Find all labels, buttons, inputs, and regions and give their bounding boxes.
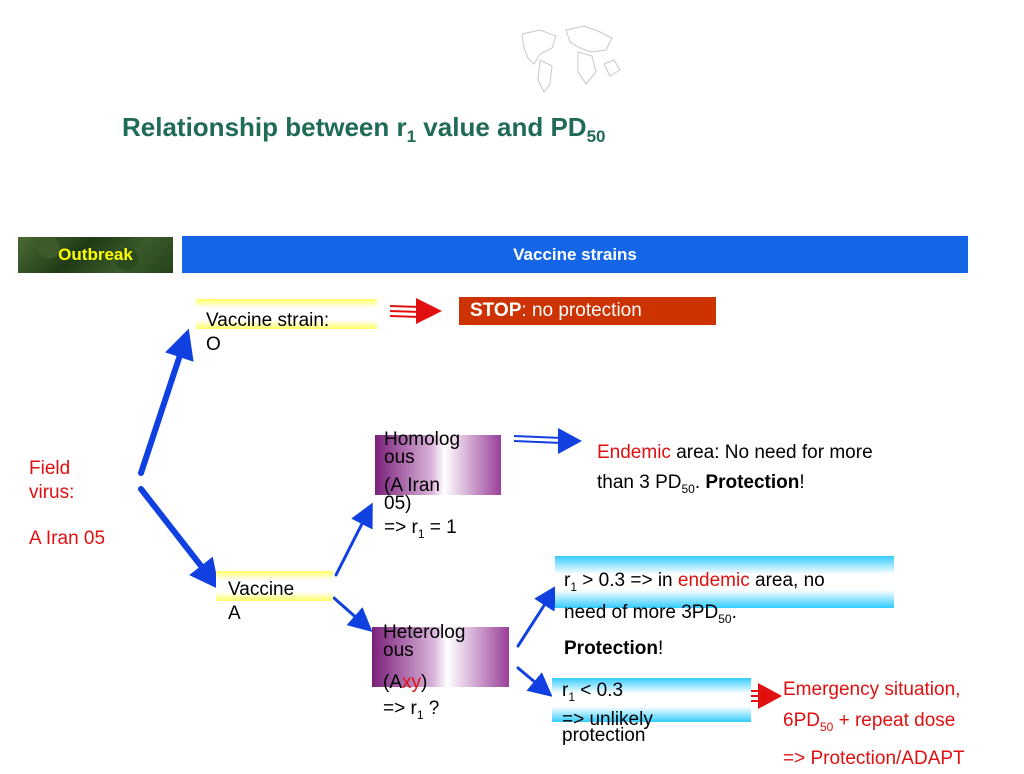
field-virus-label: Field virus: A Iran 05: [29, 458, 106, 549]
r-high-label: r1 > 0.3 => in endemic area, no need of …: [564, 570, 825, 659]
outbreak-header: Outbreak: [18, 237, 173, 273]
double-arrow-stop: [389, 298, 442, 324]
arrow-to-r-high: [516, 584, 558, 648]
arrow-to-homologous: [334, 502, 373, 577]
r-low-label: r1 < 0.3 => unlikely protection: [562, 680, 653, 746]
homologous-box: [375, 435, 501, 495]
r-low-box: [552, 678, 751, 722]
stop-box: STOP: no protection: [459, 297, 716, 325]
vaccine-strain-o-label: Vaccine strain: O: [206, 310, 330, 355]
outbreak-label: Outbreak: [58, 245, 133, 264]
heterologous-box: [372, 627, 509, 687]
vaccine-a-label: Vaccine A: [228, 579, 295, 624]
endemic-note: Endemic area: No need for more than 3 PD…: [597, 442, 873, 496]
arrow-to-r-low: [516, 666, 553, 697]
emergency-note: Emergency situation, 6PD50 + repeat dose…: [783, 679, 965, 769]
vaccine-a-box: [216, 571, 333, 601]
heterologous-label: Heterolog ous (Axy) => r1 ?: [383, 622, 466, 722]
arrow-to-vaccine-o: [138, 328, 194, 476]
arrow-to-heterologous: [332, 596, 373, 632]
vaccine-strains-header: Vaccine strains: [182, 236, 968, 273]
r-high-box: [555, 556, 894, 608]
homologous-label: Homolog ous (A Iran 05) => r1 = 1: [384, 429, 461, 541]
vaccine-strains-label: Vaccine strains: [513, 244, 637, 264]
arrow-to-vaccine-a: [138, 486, 220, 590]
vaccine-strain-o-box: [196, 299, 377, 329]
double-arrow-endemic: [513, 428, 582, 454]
page-title: Relationship between r1 value and PD50: [122, 112, 606, 147]
